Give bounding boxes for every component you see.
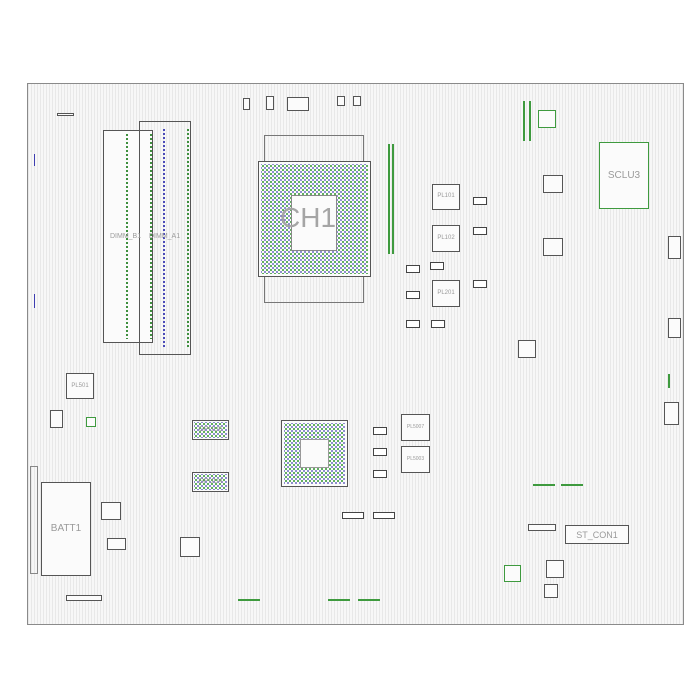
battery-connector[interactable]: [41, 482, 91, 576]
gpu-die: [300, 439, 329, 468]
pl5007-inductor[interactable]: [401, 414, 430, 441]
ic-top-right-1[interactable]: [543, 175, 563, 193]
ic-bottom-left-3[interactable]: [107, 538, 126, 550]
pl5003-label: PL5003: [406, 456, 425, 462]
pad-6: [473, 197, 487, 205]
ic-bottom-right-3[interactable]: [544, 584, 558, 598]
st-con1-label: ST_CON1: [576, 530, 618, 540]
pad-7: [473, 227, 487, 235]
pl201-inductor[interactable]: [432, 280, 460, 307]
pl5007-label: PL5007: [406, 424, 425, 430]
pad-11: [373, 470, 387, 478]
cap-top-5: [337, 96, 345, 106]
connector-bottom-mid[interactable]: [528, 524, 556, 531]
dimm-b1-label: DIMM_B1: [110, 233, 142, 240]
cap-top-3: [287, 97, 309, 111]
pad-3: [406, 320, 420, 328]
trace-12: [668, 374, 670, 388]
pad-2: [406, 291, 420, 299]
ic-right-mid[interactable]: [518, 340, 536, 358]
dimm-a1-slot[interactable]: [139, 121, 191, 355]
pad-9: [373, 427, 387, 435]
pl102-inductor[interactable]: [432, 225, 460, 252]
pl101-inductor[interactable]: [432, 184, 460, 210]
pad-13: [373, 512, 395, 519]
cap-top-2: [266, 96, 274, 110]
ic-bottom-right-1[interactable]: [546, 560, 564, 578]
battery-label: BATT1: [50, 523, 82, 534]
ic-left-1[interactable]: [50, 410, 63, 428]
dimm-b1-pin-row: [126, 134, 128, 339]
connector-right-3[interactable]: [664, 402, 679, 425]
cpu-label: CH1: [280, 202, 337, 233]
ic-bottom-left-2[interactable]: [180, 537, 200, 557]
gpu-memory-top-label: GPUU6: [198, 426, 223, 433]
sclu3-label: SCLU3: [607, 170, 641, 181]
cap-top-4: [353, 96, 361, 106]
pl102-label: PL102: [437, 235, 455, 241]
trace-3: [34, 154, 35, 166]
trace-11: [358, 599, 380, 601]
gpu-memory-bottom-label: GPUU4: [198, 478, 223, 485]
pl201-label: PL201: [437, 290, 455, 296]
trace-4: [34, 294, 35, 308]
trace-2: [529, 101, 531, 141]
gpu-memory-bottom-pads: [194, 474, 227, 490]
dimm-a1-label: DIMM_A1: [149, 233, 181, 240]
cap-top-1: [243, 98, 250, 110]
pad-4: [430, 262, 444, 270]
dimm-a1-pin-row-2: [187, 129, 189, 349]
pl501-inductor[interactable]: [66, 373, 94, 399]
ic-top-right-2[interactable]: [543, 238, 563, 256]
dimm-b1-slot[interactable]: [103, 130, 153, 343]
trace-1: [523, 101, 525, 141]
connector-right-2[interactable]: [668, 318, 681, 338]
pl501-label: PL501: [71, 383, 89, 389]
pad-5: [431, 320, 445, 328]
pl5003-inductor[interactable]: [401, 446, 430, 473]
trace-7: [533, 484, 555, 486]
ic-bottom-left-1[interactable]: [101, 502, 121, 520]
dimm-b1-pin-row-2: [150, 134, 152, 339]
sclu3-chip[interactable]: [599, 142, 649, 209]
pl101-label: PL101: [437, 193, 455, 199]
ic-top-small: [57, 113, 74, 116]
ic-top-right-3[interactable]: [538, 110, 556, 128]
pad-8: [473, 280, 487, 288]
st-con1-connector[interactable]: [565, 525, 629, 544]
trace-10: [328, 599, 350, 601]
pad-1: [406, 265, 420, 273]
battery-connector-pins: [30, 466, 38, 574]
trace-9: [238, 599, 260, 601]
bottom-left-strip: [66, 595, 102, 601]
cpu-die: [291, 195, 337, 251]
pcb-board: DIMM_B1 DIMM_A1 CH1 PL101 PL102 PL201 SC…: [27, 83, 684, 625]
pad-10: [373, 448, 387, 456]
trace-8: [561, 484, 583, 486]
dimm-a1-pin-row: [163, 129, 165, 349]
trace-5: [388, 144, 390, 254]
pad-12: [342, 512, 364, 519]
connector-right-1[interactable]: [668, 236, 681, 259]
gpu-memory-top-pads: [194, 422, 227, 438]
trace-6: [392, 144, 394, 254]
ic-left-2[interactable]: [86, 417, 96, 427]
ic-bottom-right-2[interactable]: [504, 565, 521, 582]
